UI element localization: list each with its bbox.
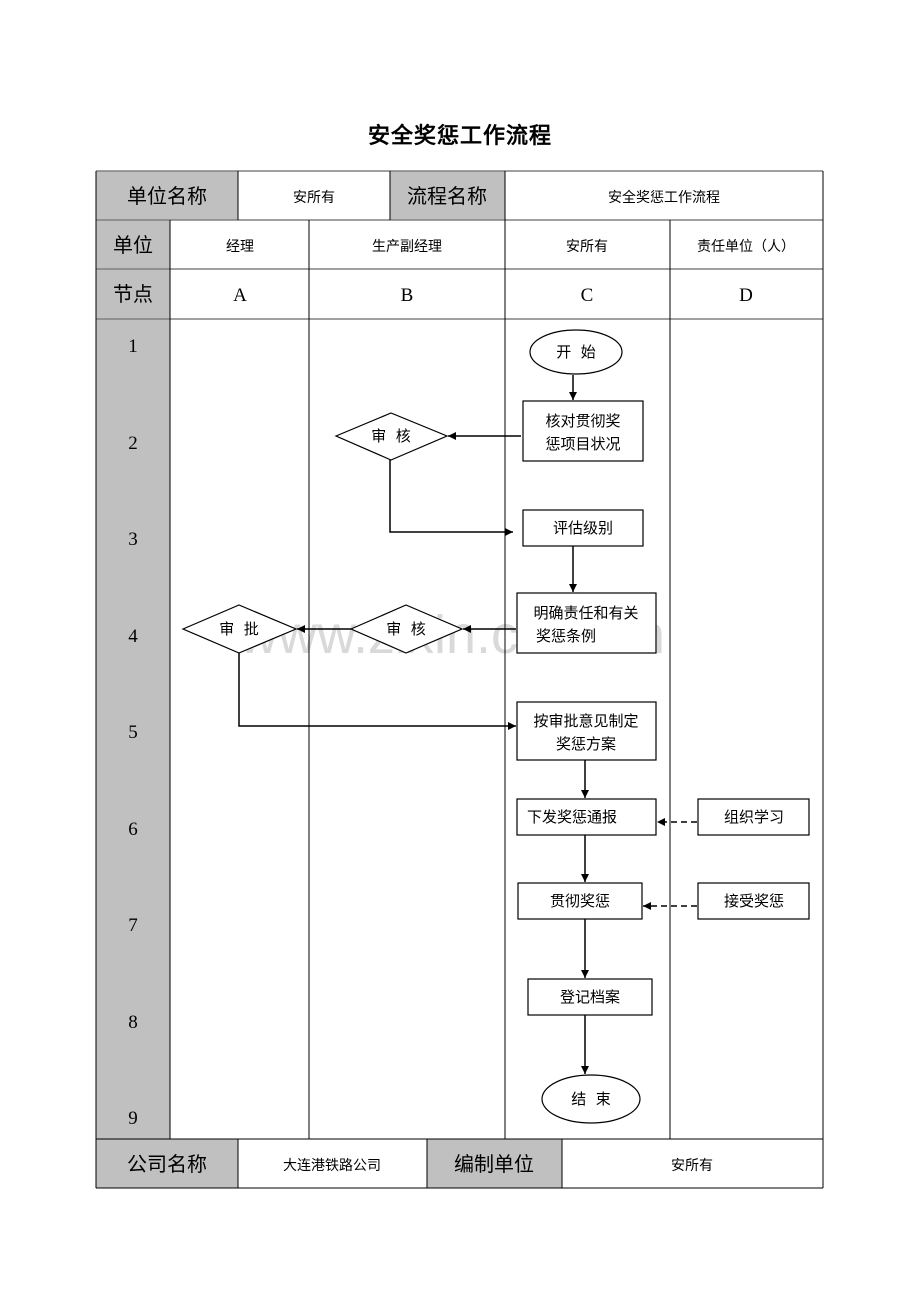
clarify-rules-box — [516, 592, 657, 654]
step-number: 6 — [128, 819, 138, 840]
arrow-approve-to-plan — [238, 653, 516, 730]
units-row-label: 单位 — [113, 233, 153, 257]
end-terminator — [541, 1074, 641, 1124]
verify-text-line1: 核对贯彻奖 — [545, 412, 620, 430]
assess-level-box — [522, 509, 644, 547]
implement-box — [517, 882, 643, 920]
review-decision-2 — [349, 604, 464, 654]
register-archive-text: 登记档案 — [560, 988, 620, 1006]
company-label-cell — [96, 1139, 238, 1188]
start-text: 开 始 — [556, 343, 596, 361]
process-name-label: 流程名称 — [407, 184, 487, 208]
unit-name-value: 安所有 — [293, 190, 335, 206]
verify-status-box — [522, 400, 644, 462]
clarify-text-line2: 奖惩条例 — [536, 627, 596, 645]
node-column-c: C — [581, 285, 594, 306]
issue-notice-text: 下发奖惩通报 — [527, 808, 617, 826]
organize-study-box — [697, 798, 810, 836]
compiler-label: 编制单位 — [454, 1152, 534, 1176]
step-number: 7 — [128, 915, 138, 936]
unit-column-d: 责任单位（人） — [697, 239, 795, 255]
clarify-text-line1: 明确责任和有关 — [533, 604, 638, 622]
process-name-value: 安全奖惩工作流程 — [608, 189, 720, 206]
step-number: 1 — [128, 336, 138, 357]
issue-notice-box — [516, 798, 657, 836]
left-label-column — [96, 220, 170, 1139]
arrow-review1-to-assess — [389, 460, 513, 536]
accept-box — [697, 882, 810, 920]
compiler-label-cell — [427, 1139, 562, 1188]
unit-name-label-cell — [96, 171, 238, 220]
compiler-value: 安所有 — [671, 1158, 713, 1174]
process-name-label-cell — [390, 171, 505, 220]
plan-text-line2: 奖惩方案 — [556, 735, 616, 753]
step-numbers: 1 2 3 4 5 6 7 8 9 — [128, 336, 138, 1129]
company-label: 公司名称 — [127, 1152, 207, 1176]
implement-text: 贯彻奖惩 — [550, 892, 610, 910]
node-column-d: D — [739, 285, 753, 306]
step-number: 8 — [128, 1012, 138, 1033]
nodes-row-label: 节点 — [113, 282, 153, 306]
plan-box — [516, 701, 657, 761]
step-number: 3 — [128, 529, 138, 550]
accept-text: 接受奖惩 — [724, 892, 784, 910]
step-number: 5 — [128, 722, 138, 743]
unit-column-a: 经理 — [226, 239, 254, 255]
connectors — [238, 375, 697, 1074]
node-column-a: A — [233, 285, 247, 306]
review-2-text: 审 核 — [386, 620, 426, 638]
unit-name-label: 单位名称 — [127, 184, 207, 208]
unit-column-b: 生产副经理 — [372, 239, 442, 255]
approve-decision — [181, 604, 298, 654]
table-borders — [95, 171, 824, 1189]
document-title: 安全奖惩工作流程 — [367, 123, 552, 149]
review-1-text: 审 核 — [371, 427, 411, 445]
node-column-b: B — [401, 285, 414, 306]
unit-column-c: 安所有 — [566, 239, 608, 255]
company-value: 大连港铁路公司 — [283, 1158, 381, 1174]
assess-level-text: 评估级别 — [553, 519, 613, 537]
table-grid — [96, 170, 823, 320]
organize-study-text: 组织学习 — [724, 808, 784, 826]
step-number: 4 — [128, 626, 138, 647]
start-terminator — [529, 329, 623, 375]
step-number: 2 — [128, 433, 138, 454]
approve-text: 审 批 — [219, 620, 259, 638]
plan-text-line1: 按审批意见制定 — [533, 712, 638, 730]
register-archive-box — [527, 978, 653, 1016]
verify-text-line2: 惩项目状况 — [545, 435, 620, 453]
step-number: 9 — [128, 1108, 138, 1129]
review-decision-1 — [334, 412, 449, 461]
end-text: 结 束 — [571, 1090, 611, 1108]
